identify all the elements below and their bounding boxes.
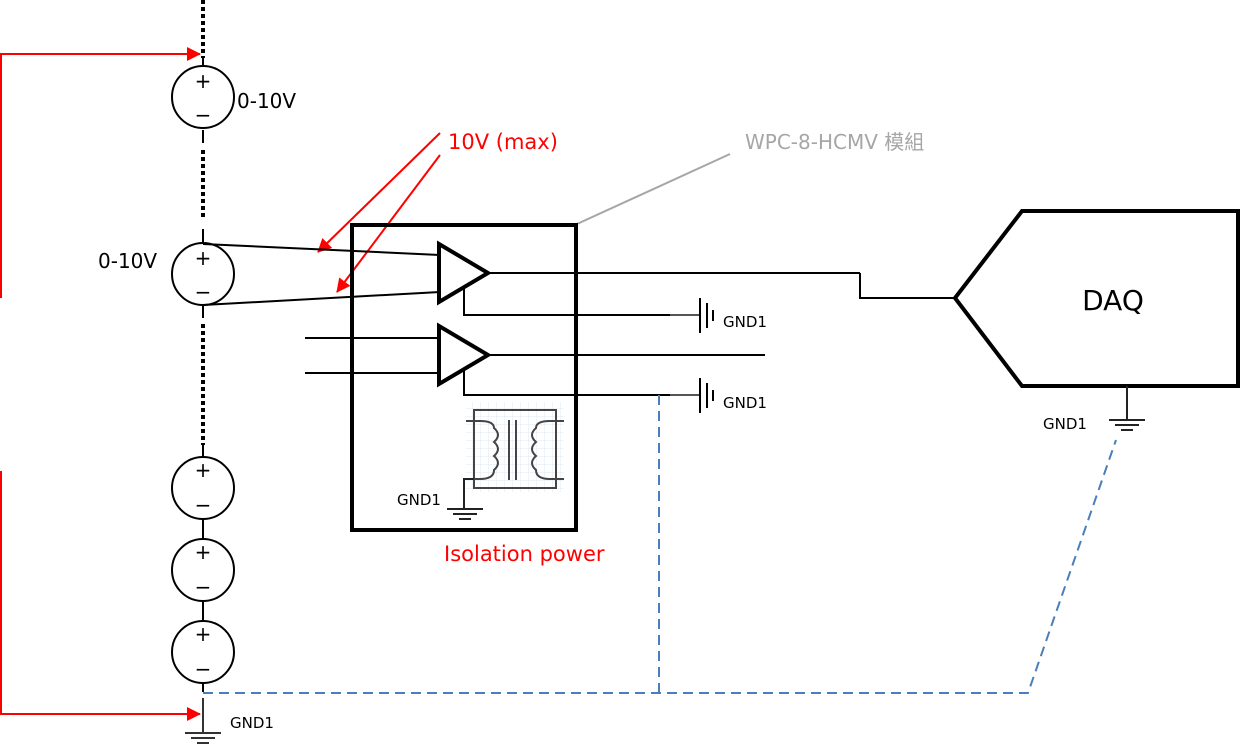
voltage-source-2: + − — [171, 242, 235, 306]
gnd-daq-label: GND1 — [1043, 415, 1087, 433]
gnd-amp2-label: GND1 — [723, 394, 767, 412]
transformer-icon — [463, 402, 564, 509]
input-wire-minus — [202, 291, 441, 306]
daq-shape — [952, 209, 1240, 388]
minus-sign: − — [195, 657, 212, 681]
amplifier-1 — [437, 240, 492, 306]
plus-sign: + — [195, 458, 212, 482]
total-voltage-bracket — [0, 47, 201, 721]
minus-sign: − — [195, 103, 212, 127]
minus-sign: − — [195, 280, 212, 304]
module-box — [350, 223, 578, 532]
plus-sign: + — [195, 622, 212, 646]
amp1-ground-wire — [463, 288, 670, 316]
bracket-bottom-arrow — [0, 471, 201, 721]
plus-sign: + — [195, 540, 212, 564]
module-callout-line — [576, 153, 731, 225]
voltage-source-4: + − — [171, 538, 235, 602]
ground-symbol-amp2 — [699, 378, 714, 413]
ground-link-path — [203, 439, 1117, 694]
voltage-source-3: + − — [171, 456, 235, 520]
ground-symbol-daq — [1109, 419, 1145, 431]
minus-sign: − — [195, 493, 212, 517]
top-source-label: 0-10V — [237, 89, 296, 113]
source-stack: + − 0-10V + − 0-10V + − + − + − — [98, 0, 296, 744]
amplifier-2 — [437, 322, 492, 388]
gnd-transformer-label: GND1 — [397, 491, 441, 509]
daq-label: DAQ — [1082, 284, 1144, 317]
amp2-ground-wire — [463, 370, 670, 396]
daq-block: DAQ GND1 — [952, 209, 1240, 433]
bracket-top-arrow — [0, 47, 201, 298]
voltage-source-5: + − — [171, 620, 235, 684]
minus-sign: − — [195, 575, 212, 599]
isolation-power-label: Isolation power — [444, 542, 605, 566]
voltage-source-1: + − — [171, 65, 235, 129]
common-ground-link — [203, 395, 1117, 694]
plus-sign: + — [195, 246, 212, 270]
mid-source-label: 0-10V — [98, 249, 157, 273]
max-voltage-label: 10V (max) — [448, 130, 558, 154]
wpc-module: GND1 GND1 G — [202, 223, 955, 532]
arrow-to-plus-wire — [317, 132, 441, 253]
module-name-label: WPC-8-HCMV 模組 — [745, 130, 924, 154]
max-voltage-annotation: 10V (max) — [317, 130, 558, 293]
plus-sign: + — [195, 69, 212, 93]
ground-symbol-amp1 — [699, 298, 714, 333]
ground-symbol-bottom — [185, 732, 221, 744]
gnd-bottom-label: GND1 — [230, 714, 274, 732]
ground-symbol-transformer — [447, 508, 483, 520]
amp1-to-daq-wire — [859, 273, 955, 299]
gnd-amp1-label: GND1 — [723, 313, 767, 331]
input-wire-plus — [202, 243, 441, 256]
